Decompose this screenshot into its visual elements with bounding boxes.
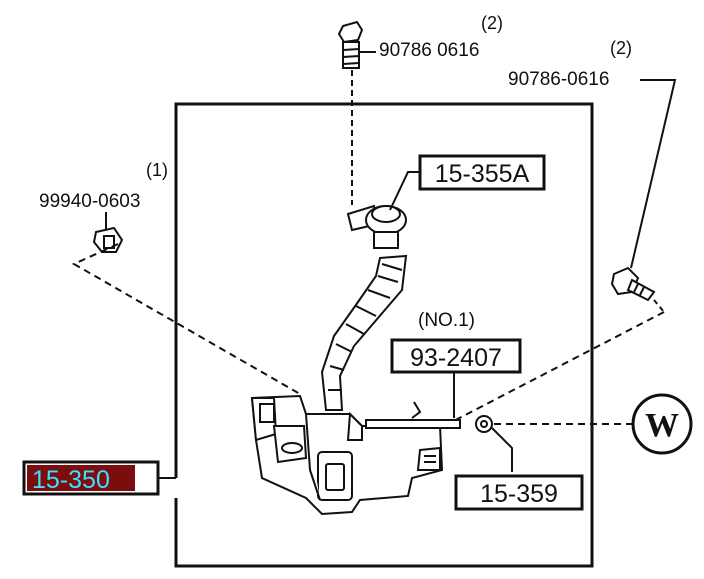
cap-callout-box[interactable]: 15-355A (418, 154, 546, 191)
hose-callout-box[interactable]: 93-2407 (390, 338, 522, 374)
hose-callout-note: (NO.1) (418, 310, 475, 331)
top-bolt-qty: (2) (481, 13, 503, 33)
hose-callout-label: 93-2407 (410, 344, 502, 372)
left-clip-qty: (1) (146, 160, 168, 180)
tank-callout-box[interactable]: 15-350 (22, 460, 160, 496)
left-clip-part-number[interactable]: 99940-0603 (39, 191, 140, 212)
top-bolt-part-number[interactable]: 90786 0616 (379, 40, 479, 61)
pump-callout-leader (491, 427, 513, 472)
right-bolt-part-number[interactable]: 90786-0616 (508, 69, 609, 90)
filler-hose-icon (320, 254, 408, 411)
pump-callout-box[interactable]: 15-359 (454, 474, 584, 511)
tank-callout-highlight (27, 465, 135, 491)
right-bolt-icon (610, 266, 656, 302)
w-marker-label: W (645, 407, 679, 444)
w-marker[interactable]: W (631, 393, 693, 455)
left-dashed-line (71, 243, 301, 395)
right-bolt-qty: (2) (610, 38, 632, 58)
left-clip-icon (92, 226, 124, 253)
right-dashed-line (443, 311, 665, 427)
right-bolt-leader (630, 79, 677, 269)
filler-cap-icon (346, 204, 407, 249)
washer-tank-icon (250, 394, 444, 516)
cap-callout-label: 15-355A (435, 160, 530, 188)
w-marker-circle (631, 393, 693, 455)
right-bolt-dashed-line (653, 299, 665, 313)
pump-callout-label: 15-359 (480, 480, 558, 508)
top-bolt-icon (337, 20, 364, 69)
cap-callout-leader (389, 171, 420, 211)
pump-motor-icon (365, 401, 493, 433)
tank-callout-label: 15-350 (32, 466, 110, 494)
main-frame (174, 102, 594, 568)
